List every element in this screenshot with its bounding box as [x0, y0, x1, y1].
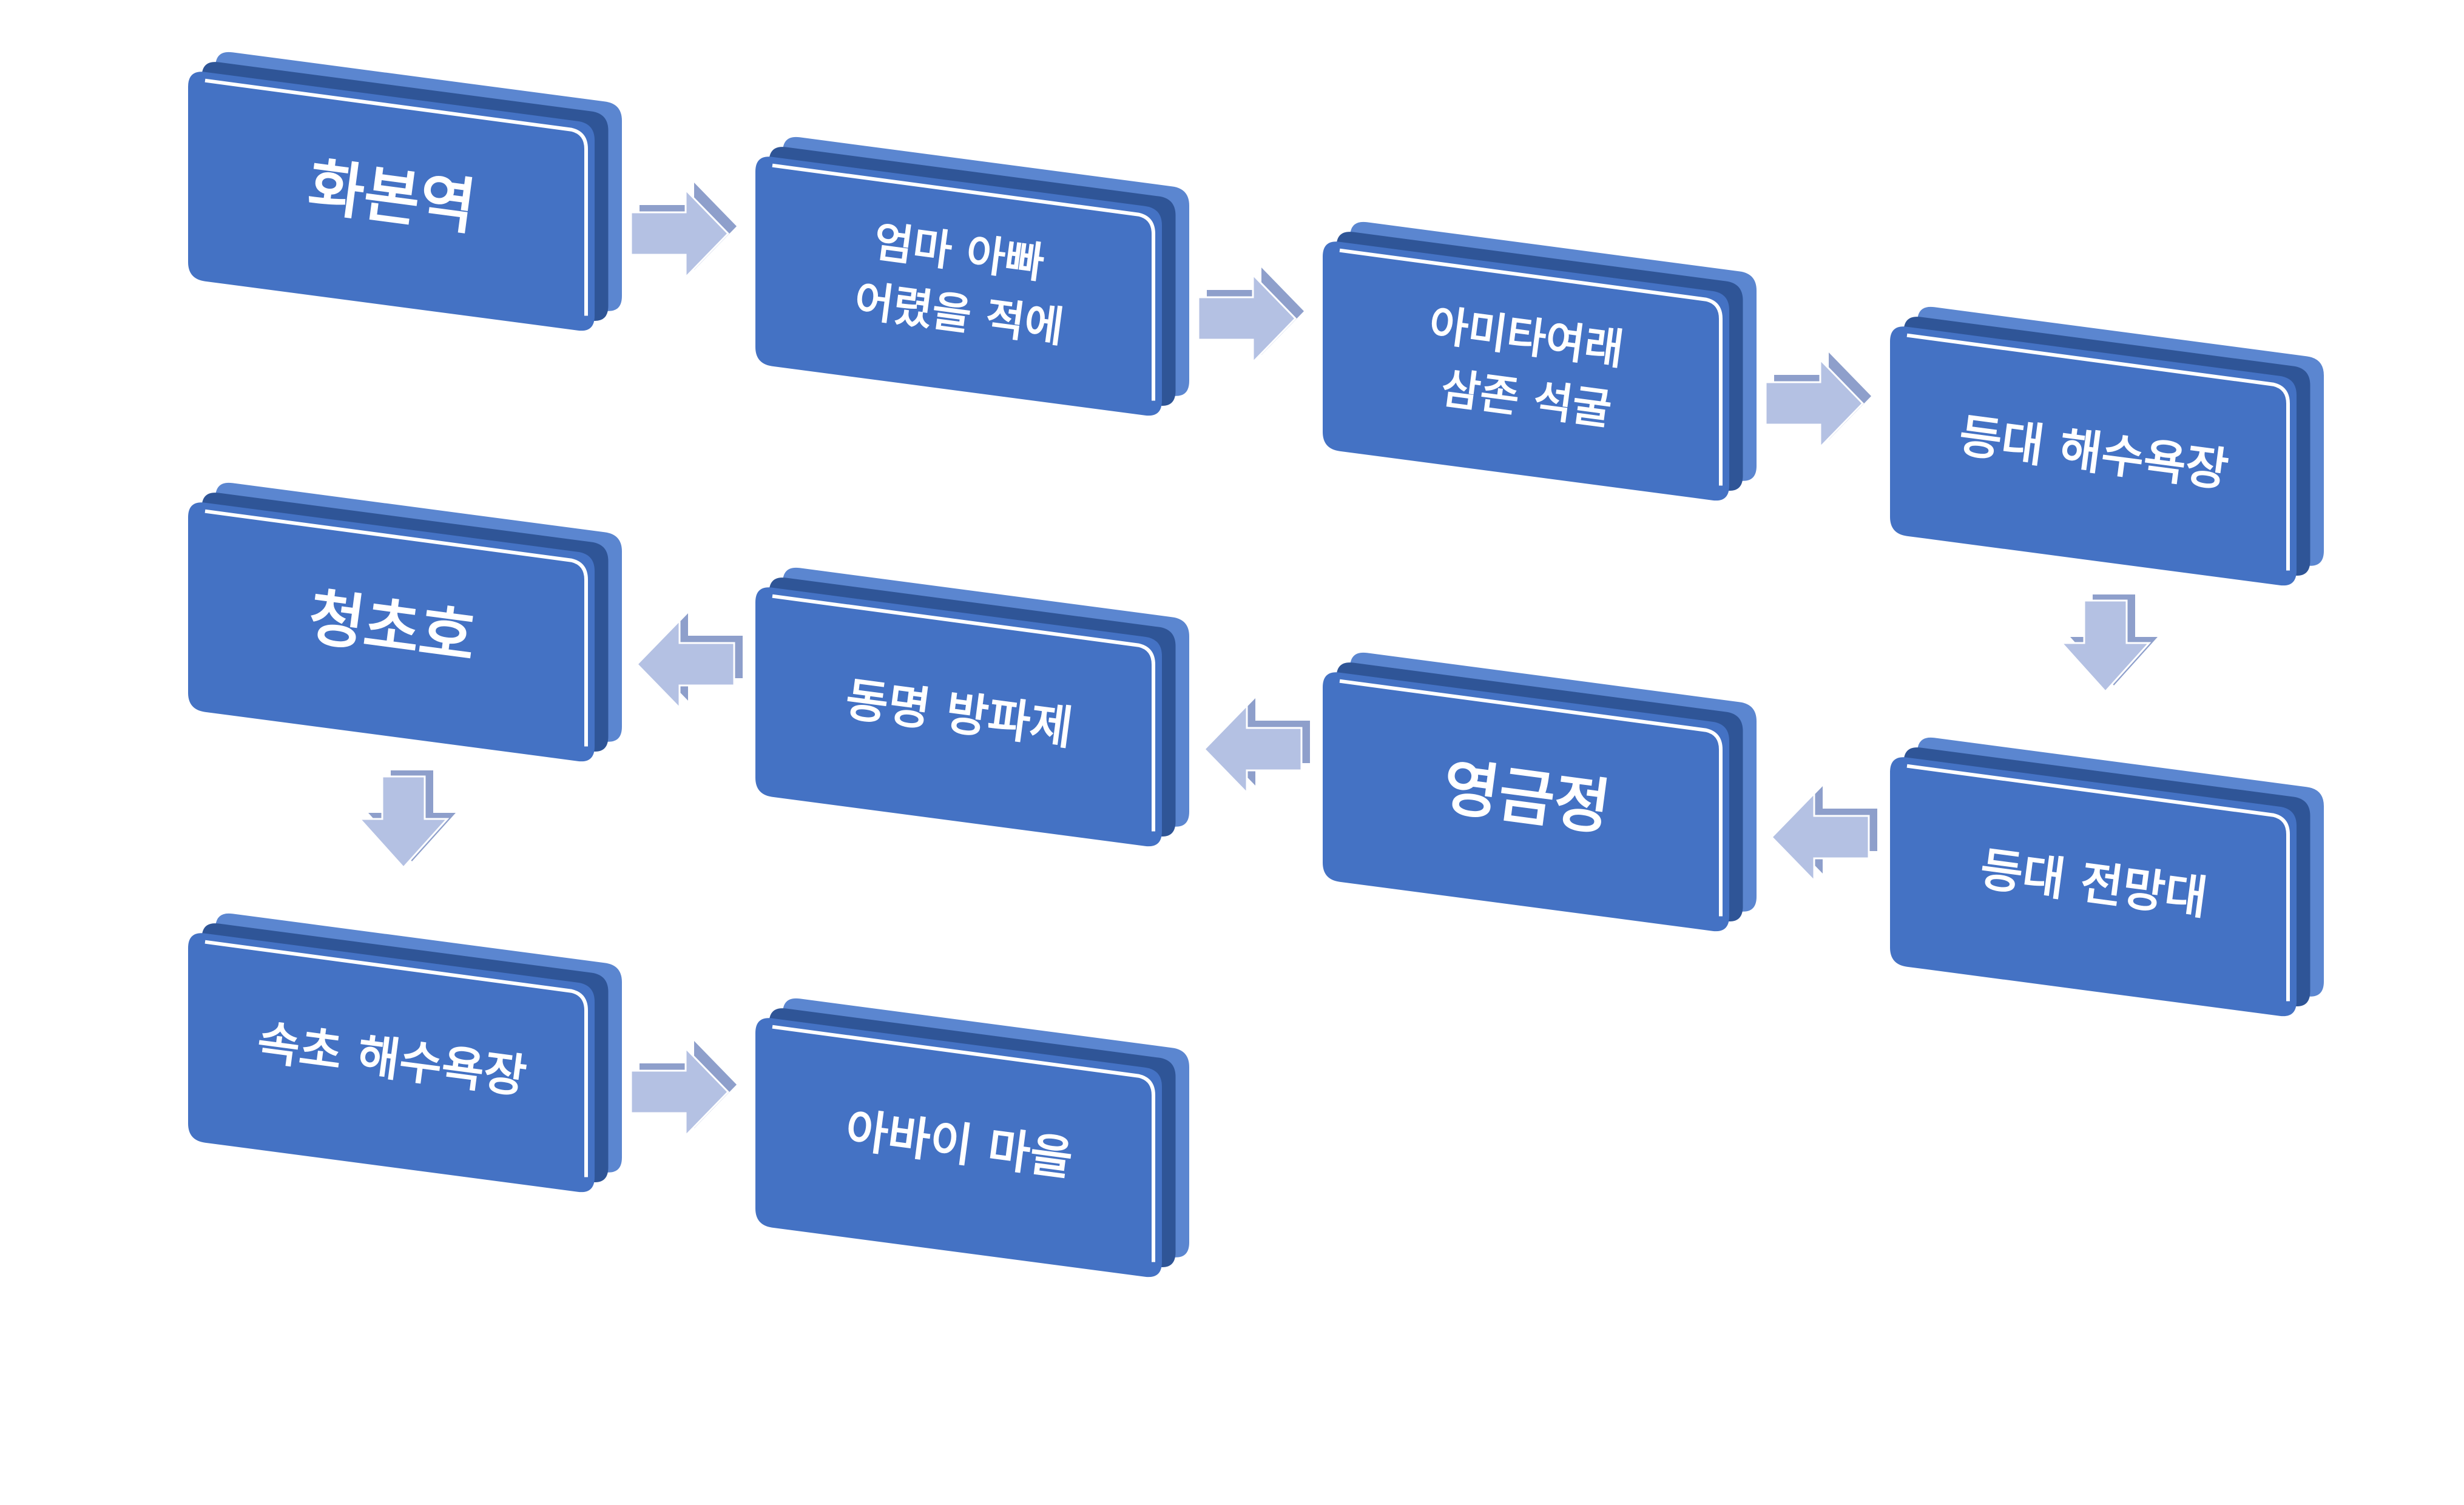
flow-step-highlight — [1339, 679, 1723, 917]
flow-step-10: 아바이 마을 — [755, 998, 1189, 1278]
flow-arrow-face — [1764, 357, 1865, 449]
flow-arrow-down-icon — [357, 770, 456, 869]
flow-step-face — [1890, 326, 2297, 586]
flow-arrow-face — [630, 187, 730, 280]
flow-step-face — [755, 157, 1162, 416]
flow-step-9: 속초 해수욕장 — [188, 913, 622, 1193]
flow-step-face — [1323, 241, 1729, 501]
flow-arrow-down-icon — [2059, 594, 2158, 693]
flow-step-8: 청초호 — [188, 482, 622, 762]
flow-arrow-right-icon — [630, 1041, 737, 1138]
flow-arrow-right-icon — [630, 183, 737, 280]
flow-step-highlight — [772, 163, 1155, 401]
flow-step-face — [755, 1018, 1162, 1278]
flow-step-highlight — [1339, 248, 1723, 486]
flow-arrow-left-icon — [635, 613, 743, 710]
flow-step-6: 영금정 — [1323, 652, 1757, 932]
flow-step-highlight — [772, 1025, 1155, 1262]
flow-arrow-face — [1197, 272, 1297, 365]
flow-step-highlight — [204, 78, 588, 316]
flow-arrow-left-icon — [1770, 786, 1877, 883]
flow-arrow-face — [357, 775, 450, 869]
flow-step-face — [188, 502, 595, 762]
flow-arrow-face — [1203, 703, 1303, 795]
flow-arrow-right-icon — [1764, 352, 1871, 449]
flow-step-4: 등대 해수욕장 — [1890, 306, 2324, 586]
flow-step-highlight — [204, 509, 588, 747]
flow-arrow-face — [635, 618, 735, 710]
flow-arrow-face — [1770, 791, 1870, 883]
flow-step-highlight — [204, 940, 588, 1177]
flow-arrow-right-icon — [1197, 268, 1304, 365]
flow-step-highlight — [772, 594, 1155, 832]
flow-arrow-face — [630, 1046, 730, 1138]
flow-step-face — [1890, 757, 2297, 1017]
flow-step-face — [1323, 672, 1729, 932]
flow-step-5: 등대 전망대 — [1890, 737, 2324, 1017]
flow-step-face — [755, 587, 1162, 847]
flow-arrow-left-icon — [1203, 698, 1310, 795]
flow-step-1: 화본역 — [188, 52, 622, 331]
flow-step-highlight — [1906, 764, 2290, 1002]
flow-step-highlight — [1906, 333, 2290, 571]
flow-step-7: 동명 방파제 — [755, 567, 1189, 847]
flow-arrow-face — [2059, 599, 2152, 693]
flow-step-face — [188, 933, 595, 1193]
flow-step-face — [188, 72, 595, 331]
